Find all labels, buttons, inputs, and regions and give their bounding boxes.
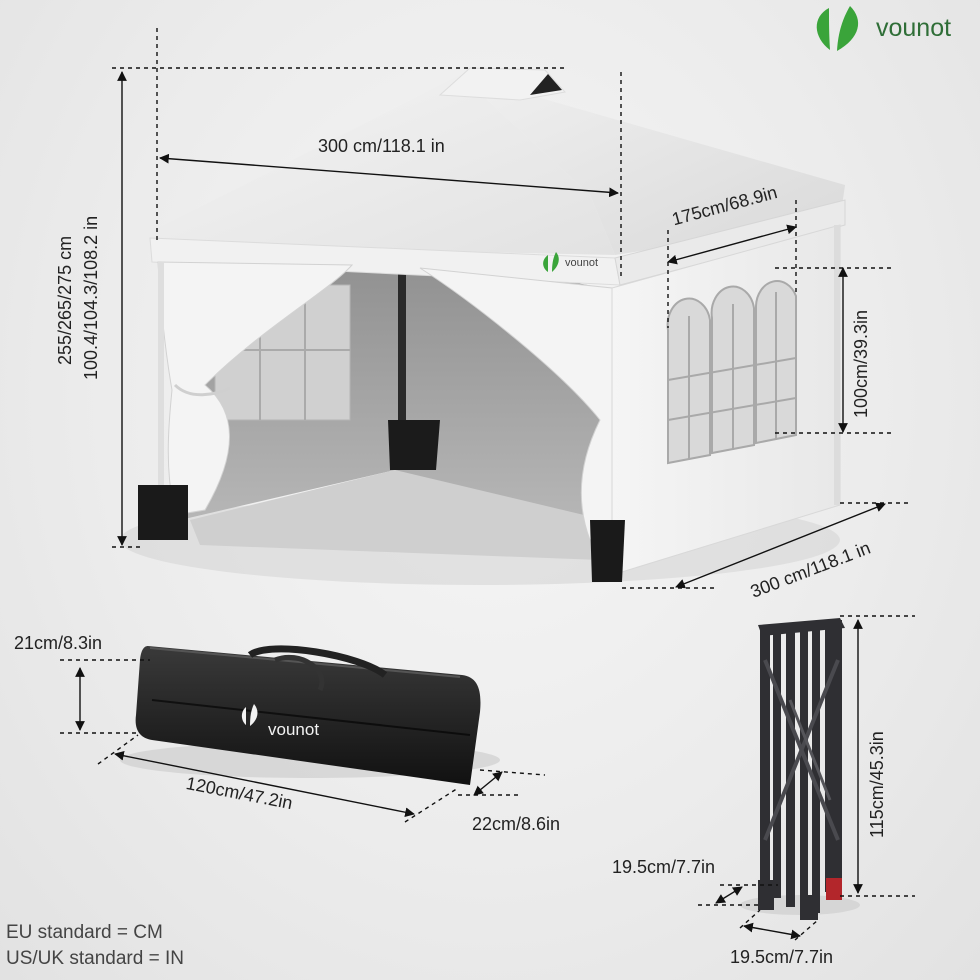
folded-frame [740, 618, 860, 920]
canopy-tent [120, 67, 846, 585]
window-height-label: 100cm/39.3in [851, 309, 871, 418]
brand-name: vounot [876, 14, 952, 42]
eu-standard-note: EU standard = CM [6, 922, 163, 943]
bag-brand-label: vounot [268, 720, 320, 739]
dimension-lines [60, 28, 915, 941]
bag-height-label: 21cm/8.3in [14, 633, 103, 653]
us-standard-note: US/UK standard = IN [6, 948, 184, 969]
carry-bag [120, 645, 500, 785]
tent-brand-label: vounot [565, 257, 599, 269]
bag-leaf-icon [241, 707, 246, 725]
side-windows [666, 280, 797, 465]
tent-width-label: 300 cm/118.1 in [318, 136, 445, 156]
tent-height-in-label: 100.4/104.3/108.2 in [81, 215, 101, 380]
tent-height-cm-label: 255/265/275 cm [55, 235, 75, 365]
bag-width-label: 22cm/8.6in [472, 814, 561, 834]
brand-leaf-icon [816, 6, 859, 51]
frame-height-label: 115cm/45.3in [867, 731, 887, 838]
frame-depth-label: 19.5cm/7.7in [612, 857, 716, 877]
frame-width-label: 19.5cm/7.7in [730, 947, 834, 967]
